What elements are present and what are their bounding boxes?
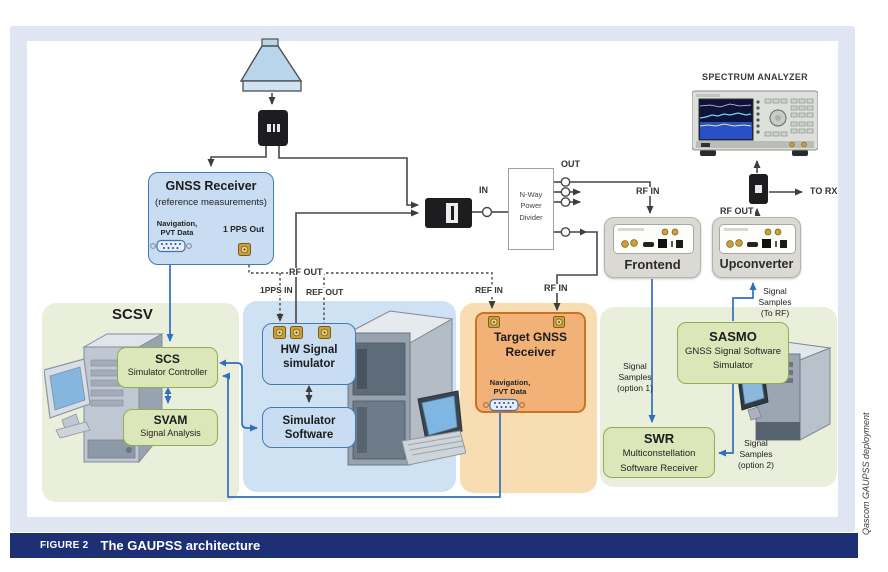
- upconverter-box: Upconverter: [712, 217, 801, 278]
- signal-samples-to-rf-label: Signal Samples (To RF): [758, 286, 792, 319]
- rf-in-frontend-label: RF IN: [635, 186, 661, 197]
- sma-connector-icon: [273, 326, 286, 339]
- gnss-receiver-subtitle: (reference measurements): [155, 196, 267, 208]
- swr-box: SWR Multiconstellation Software Receiver: [603, 427, 715, 478]
- sma-connector-icon: [238, 243, 251, 256]
- simulator-software-title: Simulator Software: [282, 415, 336, 442]
- upconverter-label: Upconverter: [719, 257, 794, 271]
- swr-subtitle: Multiconstellation Software Receiver: [620, 448, 698, 474]
- out-label: OUT: [560, 159, 581, 170]
- ref-in-label: REF IN: [474, 285, 504, 295]
- rf-out-upconverter-label: RF OUT: [719, 206, 755, 217]
- frontend-box: Frontend: [604, 217, 701, 278]
- svam-box: SVAM Signal Analysis: [123, 409, 218, 446]
- sma-connector-icon: [488, 316, 500, 328]
- upconverter-face-icon: [719, 224, 796, 254]
- computer-illustration: [738, 341, 832, 441]
- to-rx-label: TO RX: [809, 186, 839, 197]
- nway-power-divider-label: N-Way Power Divider: [519, 190, 543, 222]
- frontend-label: Frontend: [624, 257, 681, 272]
- sma-connector-icon: [553, 316, 565, 328]
- server-illustration: [346, 310, 466, 466]
- gnss-receiver-title: GNSS Receiver: [165, 179, 257, 193]
- signal-samples-option1-label: Signal Samples (option 1): [617, 361, 653, 394]
- scsv-group-title: SCSV: [112, 306, 153, 323]
- scs-box: SCS Simulator Controller: [117, 347, 218, 388]
- sasmo-title: SASMO: [709, 329, 757, 344]
- ref-out-label: REF OUT: [305, 287, 345, 297]
- simulator-software-box: Simulator Software: [262, 407, 356, 448]
- pps-in-label: 1PPS IN: [259, 285, 294, 295]
- gnss-pps-out-label: 1 PPS Out: [223, 224, 265, 234]
- nway-power-divider-box: N-Way Power Divider: [508, 168, 554, 250]
- photo-credit: Qascom GAUPSS deployment: [861, 412, 871, 535]
- scs-subtitle: Simulator Controller: [127, 367, 208, 377]
- signal-samples-option2-label: Signal Samples (option 2): [738, 438, 774, 471]
- in-label: IN: [478, 185, 489, 196]
- sma-connector-icon: [290, 326, 303, 339]
- output-splitter-icon: [749, 174, 768, 204]
- svam-title: SVAM: [153, 413, 188, 427]
- rf-in-target-label: RF IN: [543, 283, 569, 294]
- hw-signal-simulator-box: HW Signal simulator: [262, 323, 356, 385]
- figure-caption-bar: FIGURE 2 The GAUPSS architecture: [10, 533, 858, 558]
- spectrum-analyzer-illustration: [692, 90, 818, 156]
- gnss-receiver-box: GNSS Receiver (reference measurements) N…: [148, 172, 274, 265]
- spectrum-analyzer-label: SPECTRUM ANALYZER: [702, 72, 808, 82]
- antenna-splitter-icon: [258, 110, 288, 146]
- gnss-nav-data-label: Navigation, PVT Data: [156, 219, 198, 237]
- swr-title: SWR: [643, 431, 675, 446]
- antenna-icon: [239, 38, 303, 92]
- figure-number: FIGURE 2: [40, 540, 89, 551]
- hw-signal-simulator-title: HW Signal simulator: [280, 344, 338, 371]
- sma-connector-icon: [318, 326, 331, 339]
- sasmo-subtitle: GNSS Signal Software Simulator: [684, 346, 782, 371]
- serial-port-icon: [483, 398, 525, 412]
- target-nav-data-label: Navigation, PVT Data: [489, 378, 531, 396]
- sasmo-box: SASMO GNSS Signal Software Simulator: [677, 322, 789, 384]
- serial-port-icon: [150, 239, 192, 253]
- scs-title: SCS: [155, 352, 180, 366]
- frontend-face-icon: [613, 224, 694, 254]
- rf-out-hw-label: RF OUT: [288, 267, 324, 278]
- svam-subtitle: Signal Analysis: [140, 428, 201, 438]
- figure-title: The GAUPSS architecture: [100, 538, 261, 553]
- target-gnss-receiver-box: Target GNSS Receiver Navigation, PVT Dat…: [475, 312, 586, 413]
- target-gnss-receiver-title: Target GNSS Receiver: [493, 330, 568, 359]
- signal-combiner-icon: [425, 198, 472, 228]
